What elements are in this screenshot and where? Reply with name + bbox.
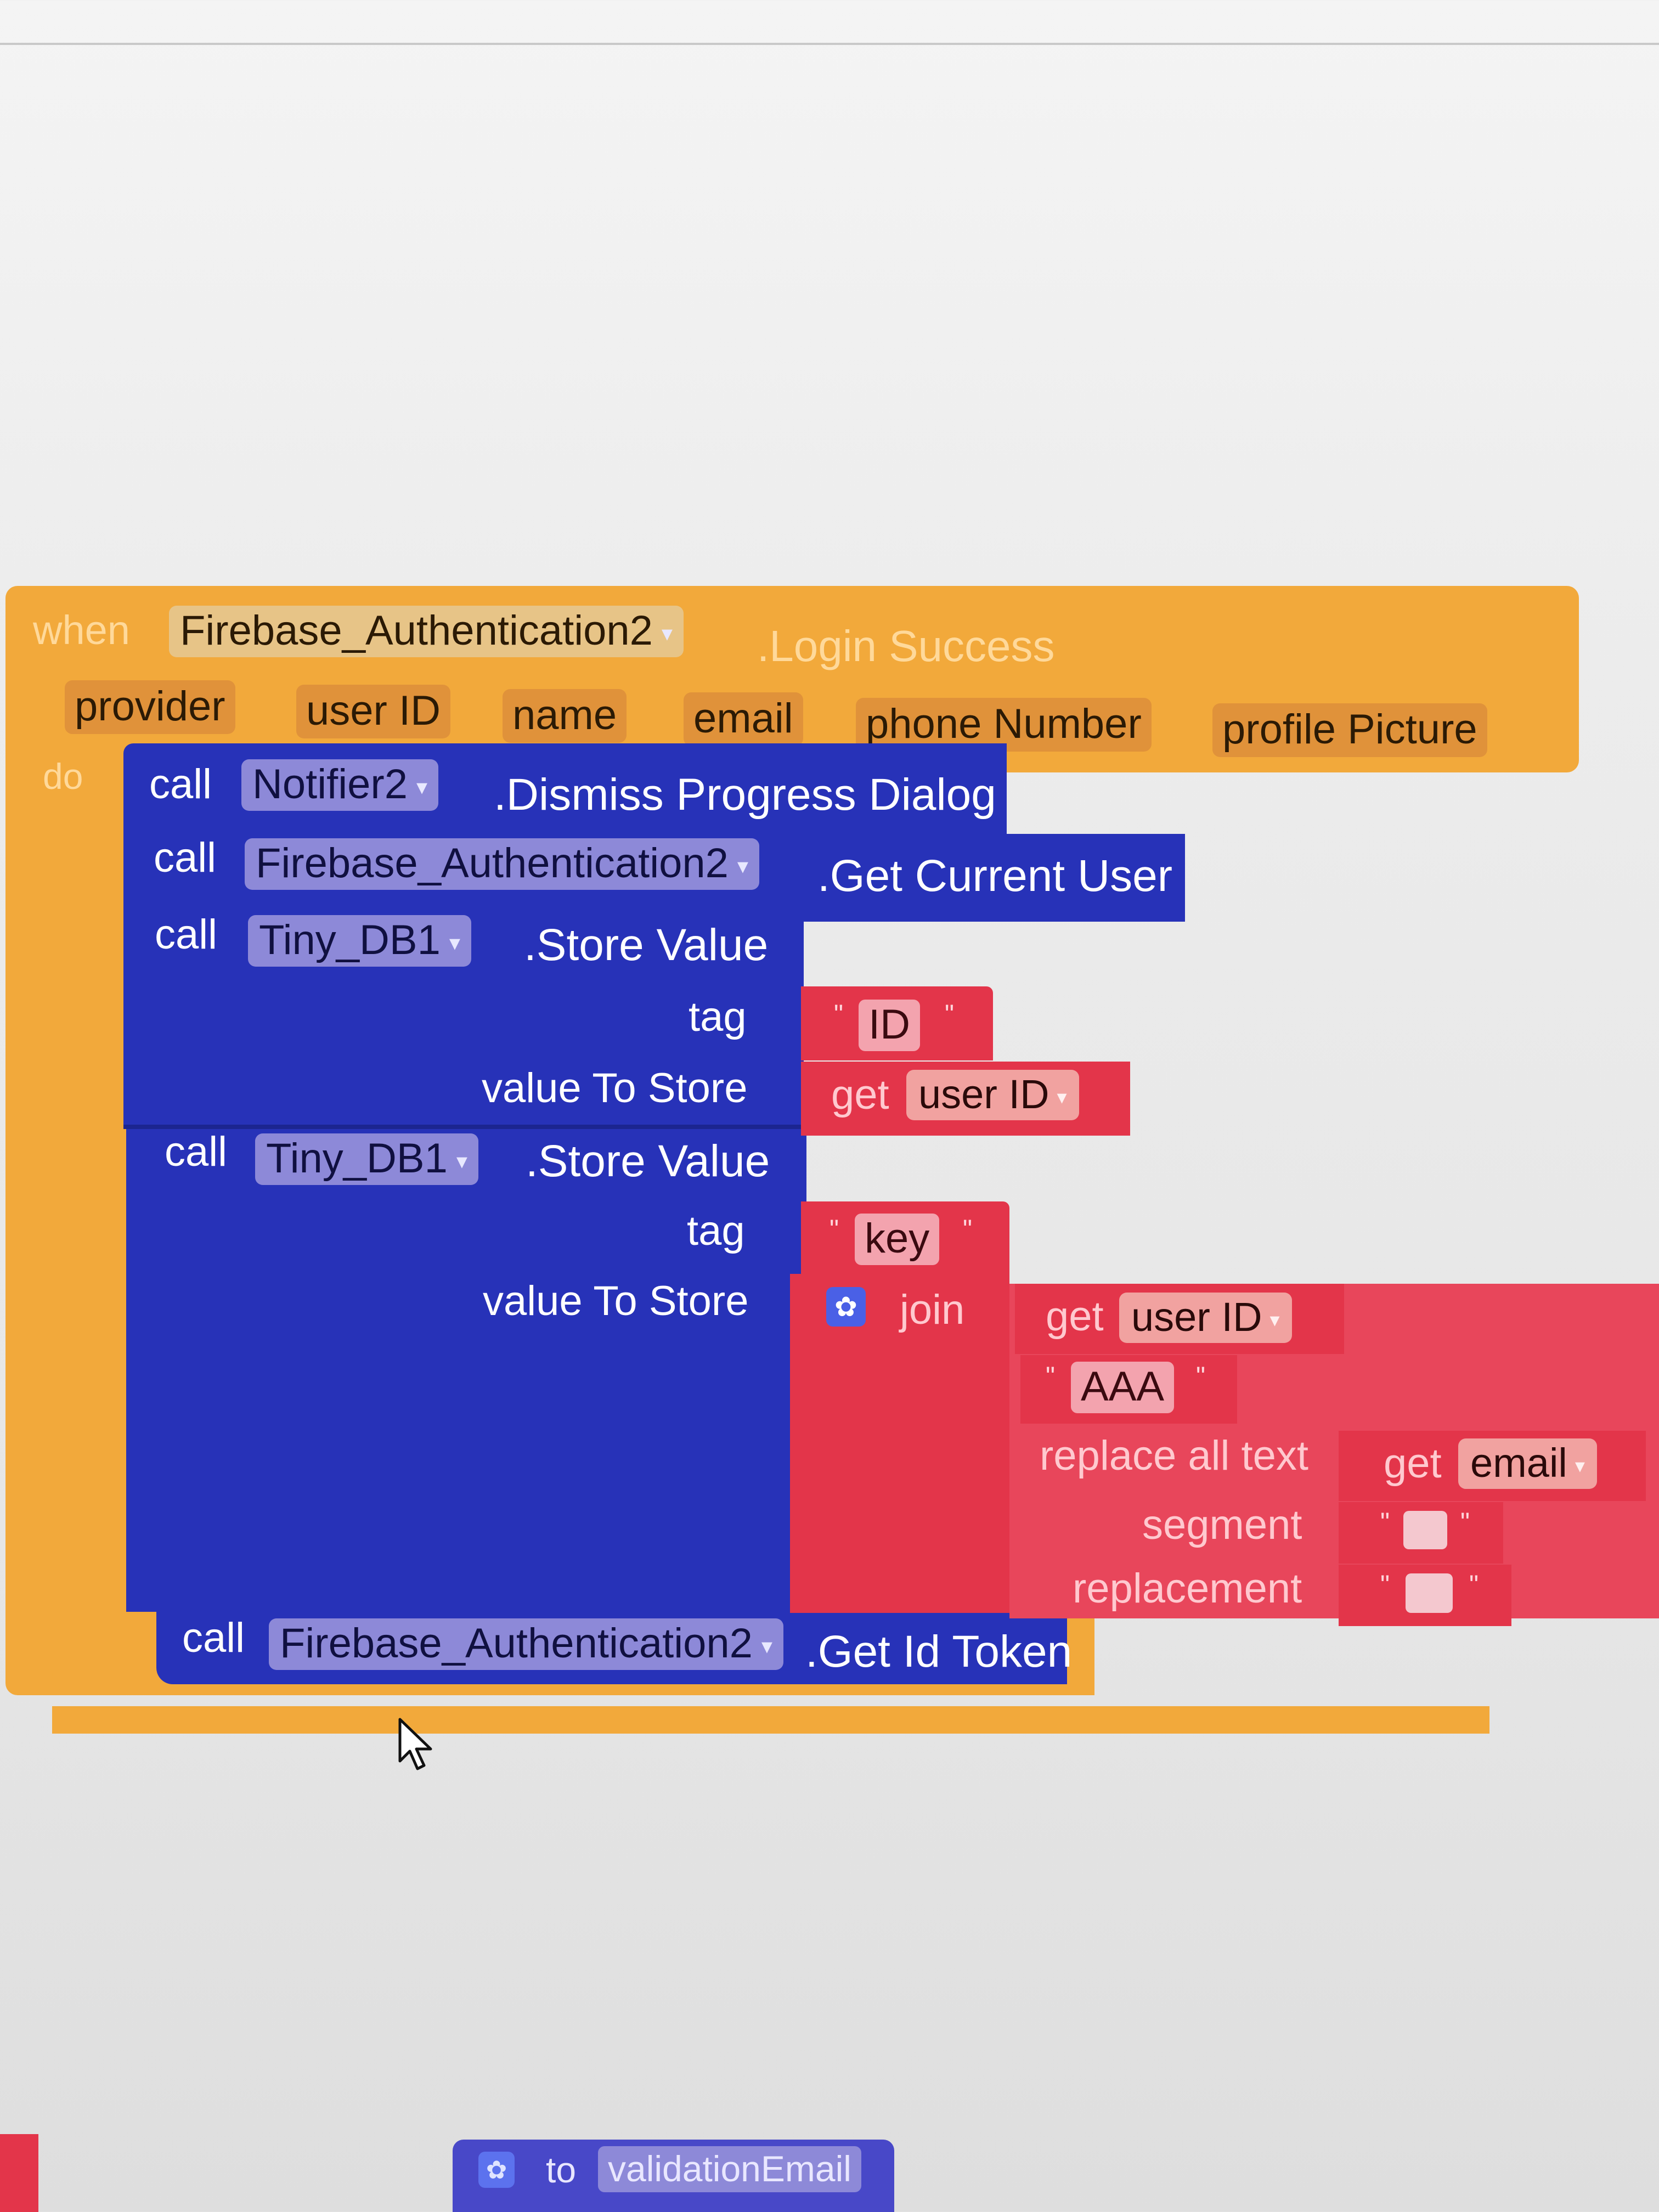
open-quote-icon: " <box>834 1000 844 1029</box>
variable-dropdown-user-id[interactable]: user ID ▾ <box>906 1070 1079 1120</box>
call-block-store-value-2[interactable] <box>126 1129 806 1612</box>
open-quote-icon: " <box>1380 1571 1390 1600</box>
call-keyword: call <box>154 834 217 881</box>
param-email[interactable]: email <box>684 692 803 746</box>
param-provider[interactable]: provider <box>65 680 235 734</box>
dropdown-caret-icon[interactable]: ▾ <box>449 930 460 955</box>
call-keyword: call <box>149 761 212 808</box>
notifier-component-name: Notifier2 <box>252 761 408 808</box>
event-component-name: Firebase_Authentication2 <box>180 607 653 654</box>
event-name: .Login Success <box>757 622 1055 670</box>
tinydb-component-name: Tiny_DB1 <box>266 1135 448 1182</box>
dropdown-caret-icon[interactable]: ▾ <box>416 775 428 799</box>
variable-name: email <box>1470 1440 1567 1486</box>
call-keyword: call <box>155 911 218 958</box>
auth-component-dropdown[interactable]: Firebase_Authentication2 ▾ <box>245 838 759 890</box>
close-quote-icon: " <box>963 1215 973 1244</box>
store-value-method: .Store Value <box>526 1136 770 1186</box>
call-keyword: call <box>165 1128 228 1175</box>
do-keyword: do <box>43 756 83 797</box>
replacement-label: replacement <box>1073 1565 1302 1612</box>
tag-label: tag <box>689 994 747 1040</box>
to-keyword: to <box>546 2149 577 2190</box>
join-block[interactable] <box>790 1274 1009 1613</box>
dropdown-caret-icon[interactable]: ▾ <box>761 1634 772 1658</box>
variable-dropdown-email[interactable]: email ▾ <box>1458 1438 1597 1489</box>
event-component-dropdown[interactable]: Firebase_Authentication2 ▾ <box>169 606 684 657</box>
param-name[interactable]: name <box>503 689 627 743</box>
text-value-aaa[interactable]: AAA <box>1071 1362 1175 1413</box>
auth-component-dropdown[interactable]: Firebase_Authentication2 ▾ <box>269 1618 783 1670</box>
tinydb-component-dropdown[interactable]: Tiny_DB1 ▾ <box>255 1133 478 1185</box>
dropdown-caret-icon[interactable]: ▾ <box>1575 1454 1585 1477</box>
segment-text-slot[interactable] <box>1403 1511 1447 1549</box>
close-quote-icon: " <box>945 1000 955 1029</box>
dropdown-caret-icon[interactable]: ▾ <box>1057 1086 1067 1109</box>
dropdown-caret-icon[interactable]: ▾ <box>737 854 748 878</box>
dropdown-caret-icon[interactable]: ▾ <box>1269 1308 1280 1331</box>
event-block-tail <box>52 1706 1489 1734</box>
tinydb-component-name: Tiny_DB1 <box>259 917 441 963</box>
open-quote-icon: " <box>1046 1362 1056 1391</box>
open-quote-icon: " <box>830 1215 839 1244</box>
text-value-key[interactable]: key <box>855 1214 940 1265</box>
get-keyword: get <box>1384 1440 1442 1487</box>
join-keyword: join <box>900 1286 965 1333</box>
mouse-pointer-icon <box>398 1718 432 1770</box>
value-to-store-label: value To Store <box>482 1065 748 1111</box>
gear-icon[interactable]: ✿ <box>826 1287 866 1327</box>
value-to-store-label: value To Store <box>483 1278 749 1324</box>
dropdown-caret-icon[interactable]: ▾ <box>661 621 673 646</box>
param-user-id[interactable]: user ID <box>296 685 450 738</box>
call-keyword: call <box>182 1615 245 1661</box>
dropdown-caret-icon[interactable]: ▾ <box>456 1149 467 1173</box>
screen-top-divider <box>0 43 1659 45</box>
store-value-method: .Store Value <box>524 920 769 970</box>
replacement-text-slot[interactable] <box>1406 1573 1453 1613</box>
get-keyword: get <box>1046 1293 1104 1340</box>
tinydb-component-dropdown[interactable]: Tiny_DB1 ▾ <box>248 915 471 967</box>
close-quote-icon: " <box>1460 1508 1470 1537</box>
dismiss-progress-method: .Dismiss Progress Dialog <box>494 770 996 820</box>
close-quote-icon: " <box>1469 1571 1479 1600</box>
get-keyword: get <box>831 1071 889 1118</box>
notifier-component-dropdown[interactable]: Notifier2 ▾ <box>241 759 439 811</box>
param-phone-number[interactable]: phone Number <box>856 698 1152 752</box>
replace-all-text-keyword: replace all text <box>1040 1432 1309 1479</box>
open-quote-icon: " <box>1380 1508 1390 1537</box>
gear-icon[interactable]: ✿ <box>478 2152 515 2188</box>
when-keyword: when <box>33 607 130 653</box>
auth-component-name: Firebase_Authentication2 <box>256 840 729 887</box>
block-divider <box>123 1125 804 1129</box>
segment-label: segment <box>1142 1502 1302 1548</box>
variable-dropdown-user-id[interactable]: user ID ▾ <box>1119 1293 1292 1343</box>
variable-name: user ID <box>918 1071 1049 1117</box>
auth-component-name: Firebase_Authentication2 <box>280 1620 753 1667</box>
text-value-id[interactable]: ID <box>859 1000 920 1051</box>
get-current-user-method: .Get Current User <box>817 851 1173 901</box>
param-profile-picture[interactable]: profile Picture <box>1212 703 1487 757</box>
procedure-name-field[interactable]: validationEmail <box>598 2146 861 2192</box>
get-id-token-method: .Get Id Token <box>805 1627 1073 1677</box>
close-quote-icon: " <box>1196 1362 1206 1391</box>
tag-label: tag <box>687 1207 745 1254</box>
offscreen-block-edge <box>0 2134 38 2212</box>
variable-name: user ID <box>1131 1294 1262 1340</box>
